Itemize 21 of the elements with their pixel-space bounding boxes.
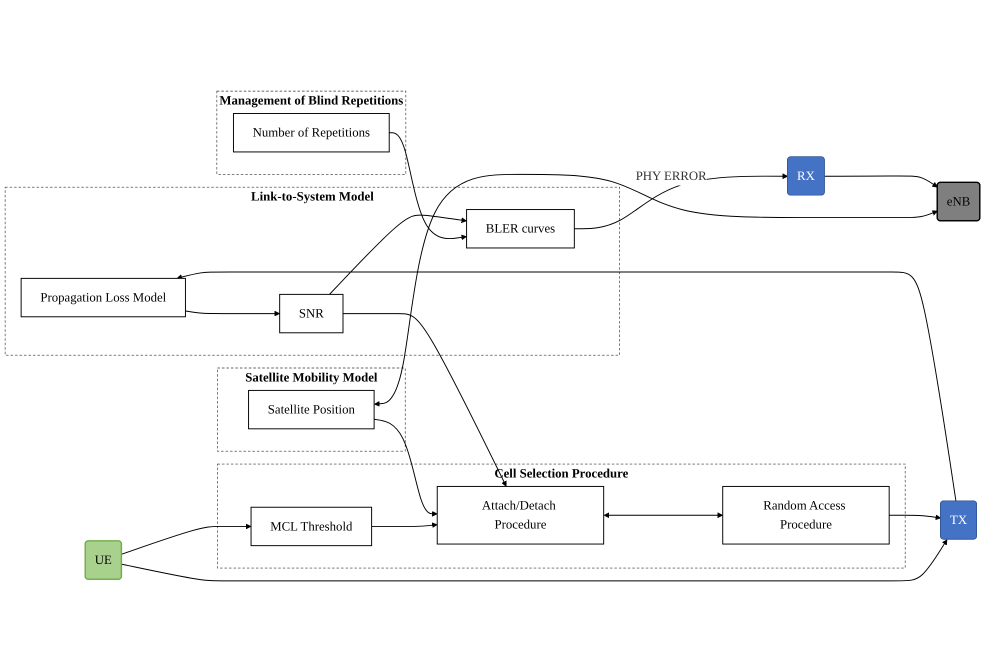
arrow xyxy=(342,312,507,486)
edge-label: PHY ERROR xyxy=(636,168,707,182)
arrow xyxy=(604,512,723,518)
arrow xyxy=(184,310,280,316)
node-box: Attach/Detach Procedure xyxy=(436,485,604,544)
arrow xyxy=(824,175,938,187)
arrow xyxy=(121,523,252,554)
node-box: BLER curves xyxy=(466,208,575,248)
node-box: MCL Threshold xyxy=(250,506,372,546)
arrow xyxy=(176,271,956,502)
arrow xyxy=(371,522,438,528)
node-box: Propagation Loss Model xyxy=(20,277,186,317)
arrow xyxy=(374,418,438,516)
node-box: Satellite Position xyxy=(248,389,375,429)
arrow xyxy=(888,514,941,520)
node-box: Number of Repetitions xyxy=(232,112,390,152)
arrow xyxy=(121,538,948,581)
node-box: SNR xyxy=(279,293,344,333)
arrow xyxy=(329,214,467,294)
arrow xyxy=(388,132,467,240)
node-box: Random Access Procedure xyxy=(722,485,890,544)
